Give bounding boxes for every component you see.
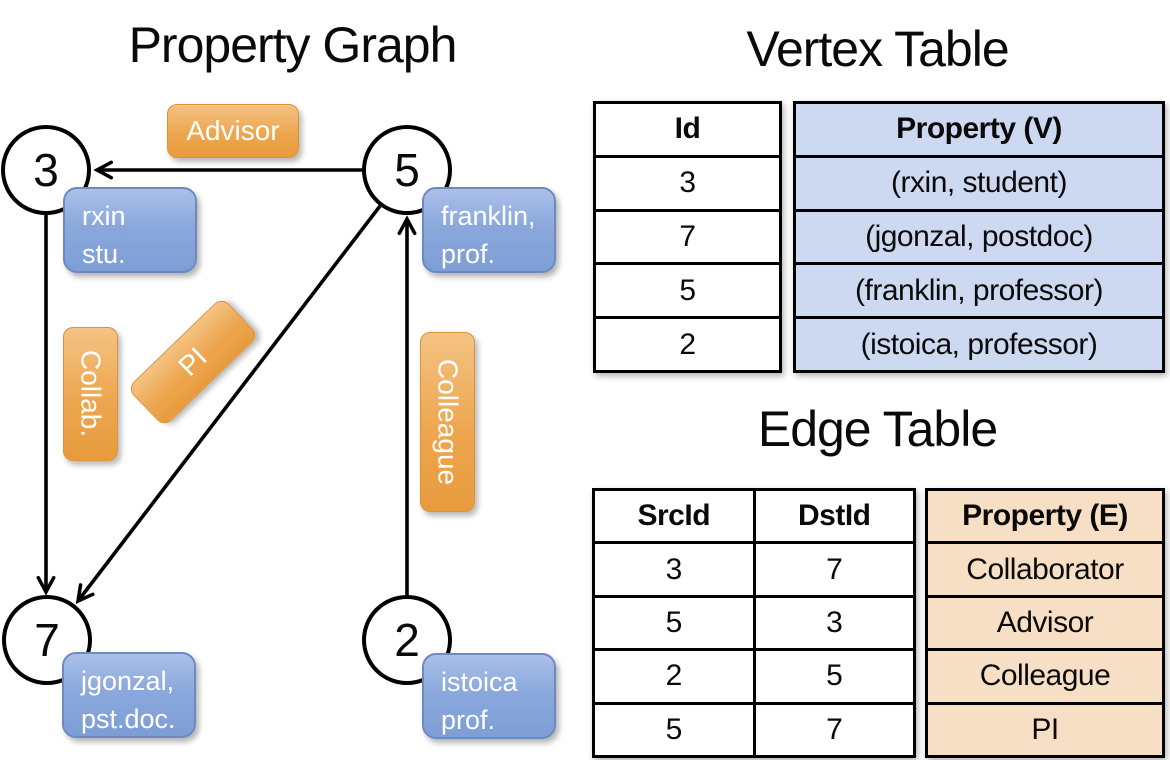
edge-table-cell-dst: 7 (752, 544, 914, 595)
edge-table-property-column: Property (E) Collaborator Advisor Collea… (925, 488, 1165, 758)
edge-table: SrcId DstId 3 7 5 3 2 5 5 7 Property (E)… (592, 488, 1165, 758)
edge-table-cell-dst: 7 (752, 704, 914, 756)
vertex-card-jgonzal: jgonzal, pst.doc. (62, 652, 196, 738)
node-circle-2: 2 (362, 595, 452, 685)
vertex-card-istoica: istoica prof. (422, 653, 556, 739)
vertex-card-rxin: rxin stu. (63, 187, 197, 273)
vertex-table-cell-property: (istoica, professor) (796, 316, 1162, 370)
edge-table-row: 2 5 (595, 648, 914, 702)
edge-table-cell-src: 3 (665, 552, 683, 586)
property-graph-title: Property Graph (128, 17, 458, 73)
vertex-card-line1: rxin (82, 201, 126, 231)
vertex-table-property-column: Property (V) (rxin, student) (jgonzal, p… (793, 101, 1165, 373)
edge-table-cell-src: 5 (665, 606, 683, 640)
vertex-table-header-id: Id (674, 112, 701, 146)
edge-table-cell-src: 5 (665, 712, 683, 746)
vertex-table-cell-property: (franklin, professor) (796, 262, 1162, 317)
vertex-card-line2: pst.doc. (81, 704, 176, 735)
vertex-table-id-column: Id 3 7 5 2 (593, 101, 782, 373)
edge-table-id-columns: SrcId DstId 3 7 5 3 2 5 5 7 (592, 488, 916, 758)
vertex-table-cell-id: 7 (596, 208, 779, 263)
edge-table-header-row: SrcId DstId (595, 491, 914, 542)
vertex-card-line2: stu. (82, 239, 126, 270)
vertex-table-cell-property: (rxin, student) (796, 154, 1162, 209)
vertex-table-cell-id: 5 (596, 262, 779, 316)
node-id-7: 7 (34, 614, 60, 666)
node-circle-5: 5 (362, 125, 452, 215)
edge-table-cell-property: Collaborator (928, 541, 1162, 595)
graph-edges-svg (0, 0, 585, 760)
vertex-card-line1: jgonzal, (81, 666, 175, 696)
edge-table-title: Edge Table (757, 401, 998, 457)
vertex-table-header-property: Property (V) (796, 104, 1162, 155)
edge-label-collab: Collab. (63, 327, 118, 461)
edge-label-advisor: Advisor (167, 104, 299, 158)
edge-table-header-property: Property (E) (928, 491, 1162, 542)
edge-5-to-7-arrow (78, 204, 382, 601)
edge-table-cell-src: 2 (665, 659, 683, 693)
edge-table-cell-property: Colleague (928, 648, 1162, 702)
vertex-card-franklin: franklin, prof. (422, 187, 556, 273)
vertex-card-line2: prof. (441, 705, 496, 736)
vertex-table-cell-id: 3 (596, 154, 779, 209)
vertex-card-line1: istoica (441, 667, 518, 697)
edge-table-header-dstid: DstId (752, 491, 914, 542)
vertex-table-title: Vertex Table (746, 21, 1009, 77)
vertex-table-cell-id: 2 (596, 316, 779, 370)
edge-table-cell-property: Advisor (928, 594, 1162, 649)
node-id-2: 2 (394, 614, 420, 666)
vertex-card-line2: prof. (441, 239, 496, 270)
vertex-card-line1: franklin, (441, 201, 536, 231)
node-id-3: 3 (33, 144, 59, 196)
edge-table-cell-dst: 3 (752, 597, 914, 649)
edge-table-row: 5 7 (595, 701, 914, 756)
edge-label-colleague: Colleague (420, 332, 475, 512)
edge-table-row: 3 7 (595, 541, 914, 595)
vertex-table-cell-property: (jgonzal, postdoc) (796, 208, 1162, 263)
vertex-table: Id 3 7 5 2 Property (V) (rxin, student) … (593, 101, 1165, 373)
edge-table-cell-dst: 5 (752, 651, 914, 702)
node-id-5: 5 (394, 144, 420, 196)
edge-table-row: 5 3 (595, 594, 914, 649)
edge-table-header-srcid: SrcId (637, 499, 711, 533)
edge-table-cell-property: PI (928, 701, 1162, 756)
